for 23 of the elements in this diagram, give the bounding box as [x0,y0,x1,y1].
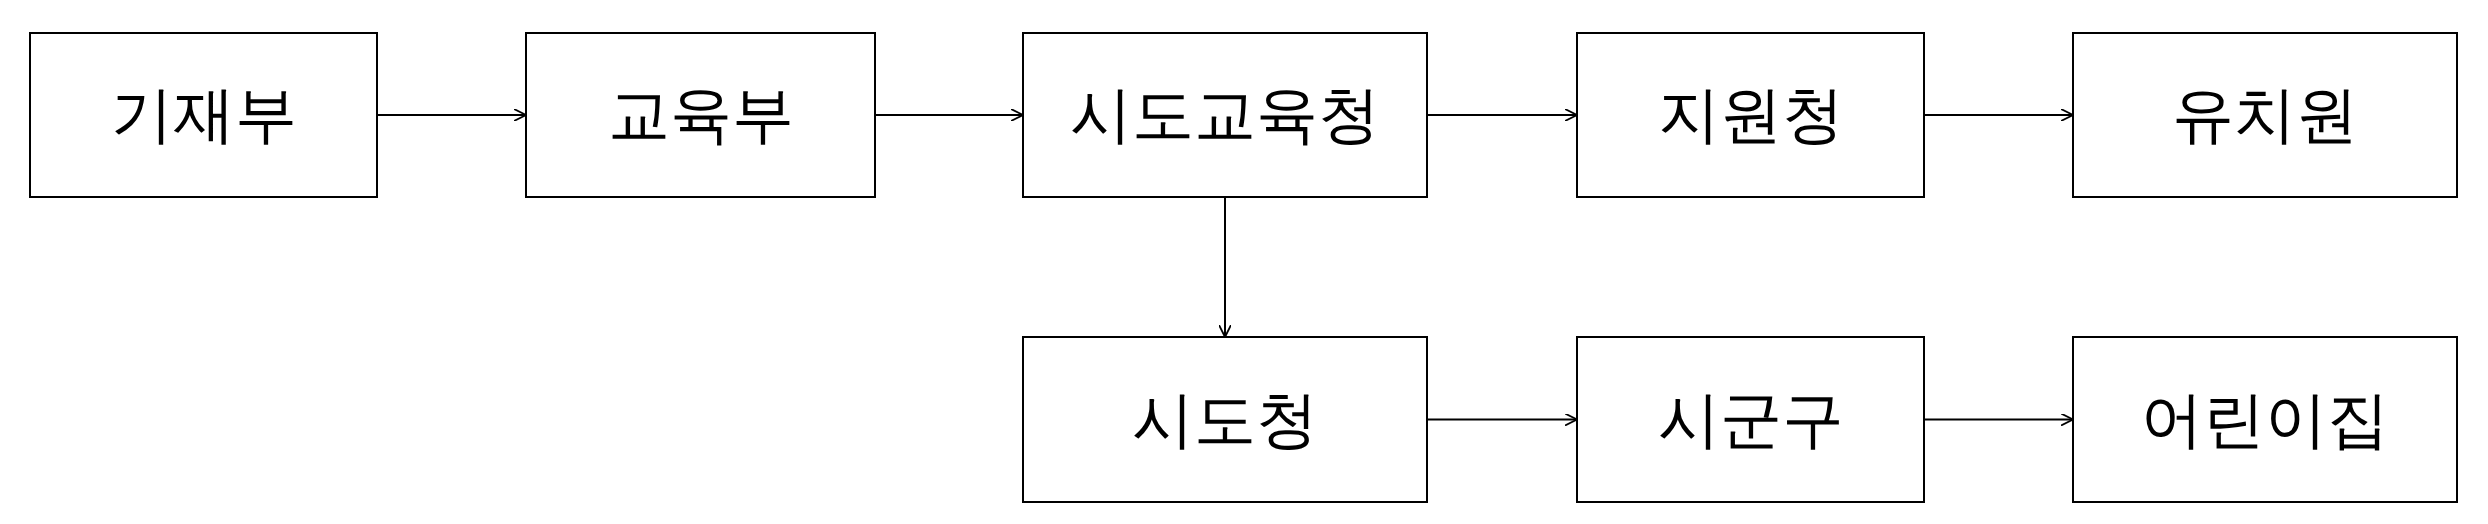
process-box [1576,32,1925,198]
arrow [1924,412,2074,427]
process-box [1022,336,1428,503]
box-label: 시도청 [1132,381,1318,458]
process-box [1022,32,1428,198]
arrow [1427,108,1578,122]
box-label: 시군구 [1657,381,1844,458]
box-label: 유치원 [2172,77,2358,153]
process-box [2072,32,2458,198]
arrow [1218,197,1232,338]
box-label: 교육부 [607,77,794,153]
process-box [525,32,876,198]
box-label: 어린이집 [2141,381,2389,458]
arrow [1427,412,1578,427]
box-label: 지원청 [1657,77,1844,153]
process-box [29,32,378,198]
process-box [2072,336,2458,503]
arrow [1924,108,2074,122]
arrow [875,108,1024,122]
arrow [377,108,527,122]
process-box [1576,336,1925,503]
box-label: 시도교육청 [1070,77,1380,153]
box-label: 기재부 [110,77,297,153]
